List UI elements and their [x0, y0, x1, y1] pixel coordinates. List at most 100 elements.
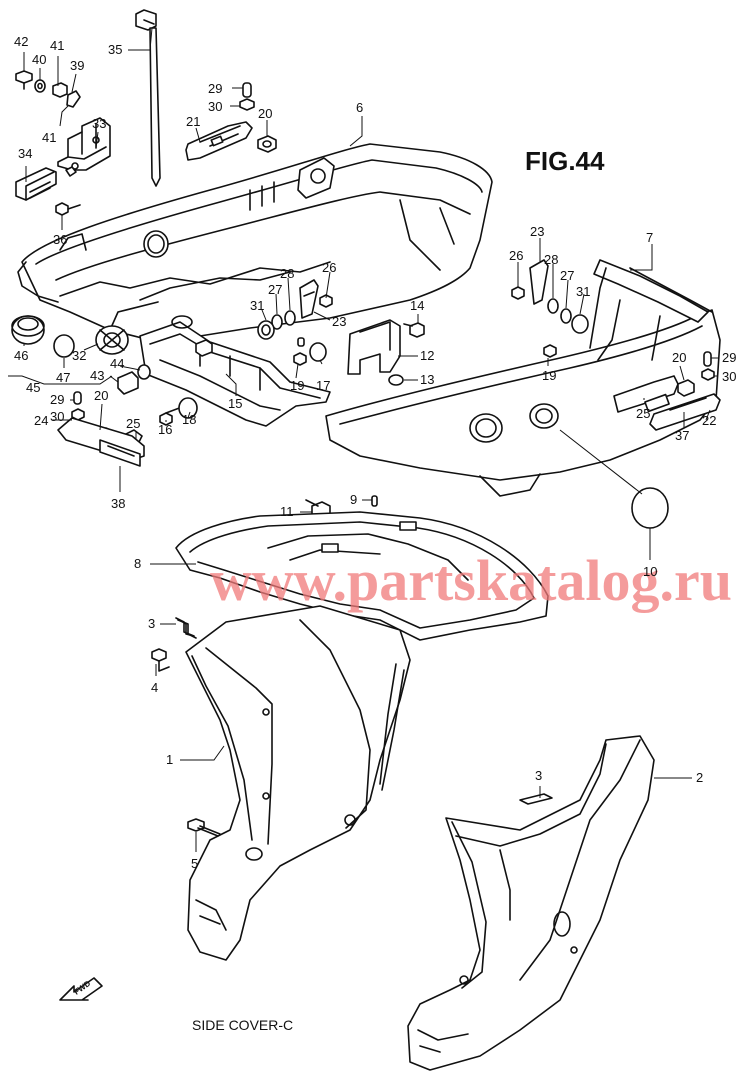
- nut-30-part: [239, 98, 255, 111]
- callout-29: 29: [208, 81, 222, 96]
- callout-39: 39: [70, 58, 84, 73]
- callout-27: 27: [560, 268, 574, 283]
- callout-33: 33: [92, 116, 106, 131]
- callout-43: 43: [90, 368, 104, 383]
- callout-17: 17: [316, 378, 330, 393]
- callout-19: 19: [542, 368, 556, 383]
- grip-38-part: [99, 439, 141, 467]
- callout-29: 29: [722, 350, 736, 365]
- callout-23: 23: [530, 224, 544, 239]
- ring-28b-part: [547, 298, 559, 314]
- handle-22-part: [649, 393, 721, 431]
- screw-36-part: [55, 202, 81, 216]
- callout-10: 10: [643, 564, 657, 579]
- callout-3: 3: [535, 768, 542, 783]
- callout-47: 47: [56, 370, 70, 385]
- clip-3a-part: [175, 617, 197, 639]
- clip-23a-part: [299, 279, 319, 319]
- callout-45: 45: [26, 380, 40, 395]
- seal-frame-8-part: [175, 511, 549, 641]
- callout-23: 23: [332, 314, 346, 329]
- callout-41: 41: [50, 38, 64, 53]
- callout-6: 6: [356, 100, 363, 115]
- pin-29c-part: [73, 391, 82, 405]
- ring-27a-part: [271, 314, 283, 330]
- lower-cover-2-part: [407, 735, 655, 1071]
- callout-26: 26: [322, 260, 336, 275]
- clip-39-part: [66, 90, 81, 108]
- callout-4: 4: [151, 680, 158, 695]
- callout-25: 25: [126, 416, 140, 431]
- pin-29-part: [242, 82, 252, 98]
- screw-26b-part: [511, 286, 525, 300]
- fwd-arrow-icon: FWD: [59, 977, 103, 1001]
- grommet-20c-part: [677, 379, 695, 397]
- callout-12: 12: [420, 348, 434, 363]
- callout-38: 38: [111, 496, 125, 511]
- callout-14: 14: [410, 298, 424, 313]
- callout-15: 15: [228, 396, 242, 411]
- knob-32-part: [95, 325, 129, 355]
- bracket-15-part: [139, 315, 331, 427]
- callout-40: 40: [32, 52, 46, 67]
- callout-29: 29: [50, 392, 64, 407]
- seal-31a-part: [257, 320, 275, 340]
- ring-28a-part: [284, 310, 296, 326]
- callout-5: 5: [191, 856, 198, 871]
- callout-34: 34: [18, 146, 32, 161]
- callout-8: 8: [134, 556, 141, 571]
- callout-30: 30: [208, 99, 222, 114]
- callout-30: 30: [50, 409, 64, 424]
- catch-25b-detail: [644, 393, 670, 413]
- callout-35: 35: [108, 42, 122, 57]
- callout-7: 7: [646, 230, 653, 245]
- callout-36: 36: [53, 232, 67, 247]
- callout-24: 24: [34, 413, 48, 428]
- lower-cover-1-part: [185, 605, 411, 961]
- callout-31: 31: [250, 298, 264, 313]
- screw-14-part: [403, 322, 425, 338]
- callout-22: 22: [702, 413, 716, 428]
- cap-43-part: [117, 371, 139, 395]
- clip-3b-part: [519, 793, 553, 805]
- callout-32: 32: [72, 348, 86, 363]
- upper-cover-6-part: [17, 143, 493, 341]
- ring-27b-part: [560, 308, 572, 324]
- callout-labels: 42 40 41 39 41 33 34 36 35 29 30 21 20 6…: [14, 34, 736, 871]
- callout-20: 20: [258, 106, 272, 121]
- callout-28: 28: [544, 252, 558, 267]
- washer-44-part: [137, 364, 151, 380]
- plug-10-part: [631, 487, 669, 529]
- callout-46: 46: [14, 348, 28, 363]
- seal-31b-part: [571, 314, 589, 334]
- screw-19b-part: [543, 344, 557, 358]
- watermark-text: www.partskatalog.ru: [210, 548, 732, 613]
- nut-13-part: [388, 374, 404, 386]
- bolt-5-part: [187, 818, 221, 837]
- callout-18: 18: [182, 412, 196, 427]
- callout-31: 31: [576, 284, 590, 299]
- callout-16: 16: [158, 422, 172, 437]
- callout-27: 27: [268, 282, 282, 297]
- screw-29b-part: [297, 337, 305, 347]
- pin-29c-right: [703, 351, 712, 367]
- callout-44: 44: [110, 356, 124, 371]
- bracket-12-part: [347, 319, 401, 375]
- callout-19: 19: [290, 378, 304, 393]
- callout-28: 28: [280, 266, 294, 281]
- screw-19a-part: [293, 352, 307, 366]
- bolt-42-part: [15, 70, 33, 90]
- washer-40-part: [34, 79, 46, 93]
- screw-9-part: [371, 495, 378, 507]
- grommet-17-part: [309, 342, 327, 362]
- leader-lines: [8, 27, 718, 852]
- callout-26: 26: [509, 248, 523, 263]
- pieces-right-group: [511, 259, 721, 529]
- callout-9: 9: [350, 492, 357, 507]
- grommet-46-part: [11, 315, 45, 345]
- callout-2: 2: [696, 770, 703, 785]
- plug-47-part: [53, 334, 75, 358]
- screw-41-part: [52, 82, 68, 98]
